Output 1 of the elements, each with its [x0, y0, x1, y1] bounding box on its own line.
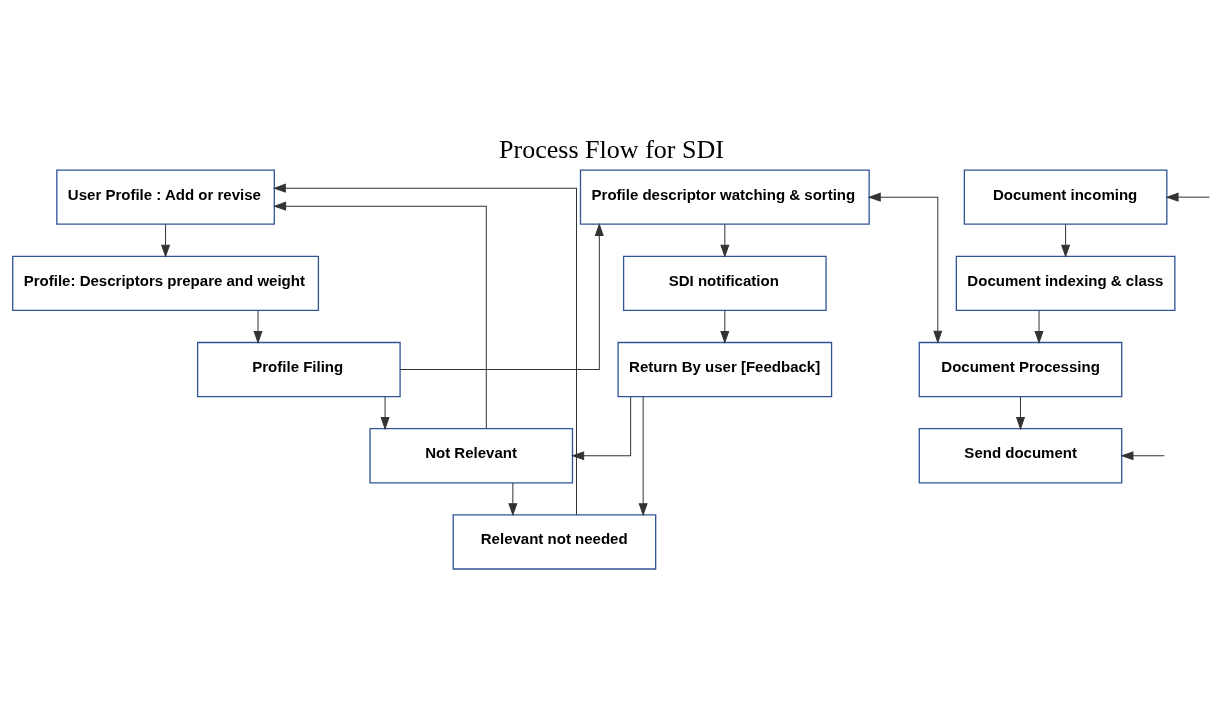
diagram-title: Process Flow for SDI — [498, 134, 725, 164]
